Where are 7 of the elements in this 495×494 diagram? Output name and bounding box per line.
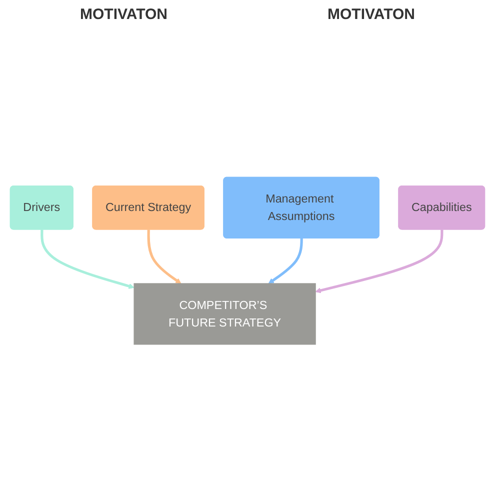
- arrow: [315, 229, 444, 293]
- arrow: [147, 229, 182, 284]
- arrow: [40, 229, 134, 289]
- column-heading: MOTIVATON: [80, 6, 168, 23]
- node-box: COMPETITOR’S FUTURE STRATEGY: [134, 282, 316, 344]
- column-heading: MOTIVATON: [328, 6, 415, 23]
- arrow: [268, 238, 303, 284]
